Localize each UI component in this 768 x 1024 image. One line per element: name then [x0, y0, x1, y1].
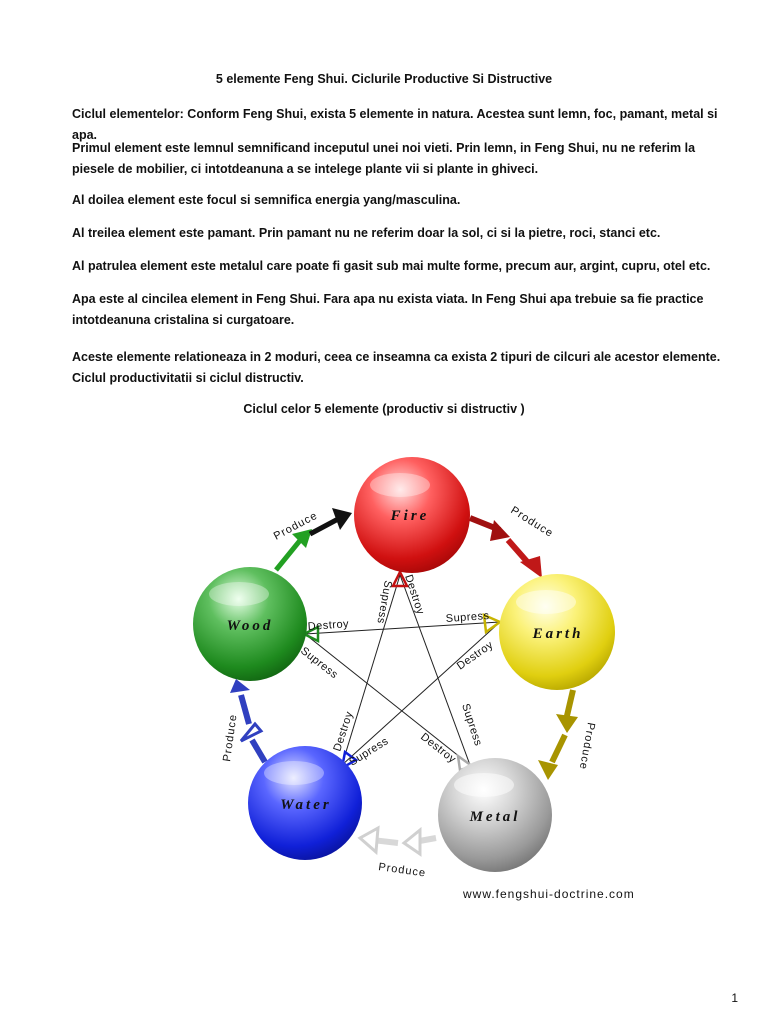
produce-label-fire-earth: Produce [508, 504, 555, 540]
metal-label: Metal [469, 809, 521, 825]
paragraph-water: Apa este al cincilea element in Feng Shu… [72, 292, 704, 327]
page-number: 1 [731, 991, 738, 1005]
element-metal: Metal [438, 758, 552, 872]
paragraph-fire: Al doilea element este focul si semnific… [72, 193, 461, 207]
destroy-label-wood-earth: Destroy [307, 618, 349, 633]
earth-label: Earth [532, 626, 584, 642]
destroy-label-fire-metal: Destroy [402, 573, 426, 616]
paragraph-relations: Aceste elemente relationeaza in 2 moduri… [72, 350, 721, 385]
paragraph-elements-cycle: Ciclul elementelor: Conform Feng Shui, e… [72, 107, 718, 142]
water-label: Water [280, 797, 331, 813]
element-wood: Wood [193, 567, 307, 681]
produce-label-earth-metal: Produce [577, 721, 597, 770]
paragraph-earth: Al treilea element este pamant. Prin pam… [72, 226, 661, 240]
five-elements-diagram: Fire Earth Metal Water Wood Produce Prod… [193, 457, 635, 901]
document-title: 5 elemente Feng Shui. Ciclurile Producti… [215, 72, 553, 86]
wood-label: Wood [227, 618, 274, 634]
produce-label-water-wood: Produce [221, 713, 240, 762]
fire-label: Fire [390, 508, 430, 524]
supress-label-fire-water: Supress [374, 579, 393, 624]
destroy-label-wood-metal: Destroy [418, 731, 458, 766]
produce-label-metal-water: Produce [378, 861, 427, 880]
diagram-title: Ciclul celor 5 elemente (productiv si di… [243, 402, 525, 416]
element-water: Water [248, 746, 362, 860]
website-credit: www.fengshui-doctrine.com [462, 887, 635, 901]
element-earth: Earth [499, 574, 615, 690]
supress-label-metal-fire: Supress [459, 702, 484, 747]
paragraph-metal: Al patrulea element este metalul care po… [72, 259, 711, 273]
destroy-supress-lines [304, 574, 501, 766]
element-fire: Fire [354, 457, 470, 573]
supress-label-wood-metal: Supress [298, 645, 340, 681]
produce-arrows [230, 508, 578, 857]
supress-label-wood-earth: Supress [445, 610, 490, 625]
paragraph-wood: Primul element este lemnul semnificand i… [72, 141, 696, 176]
